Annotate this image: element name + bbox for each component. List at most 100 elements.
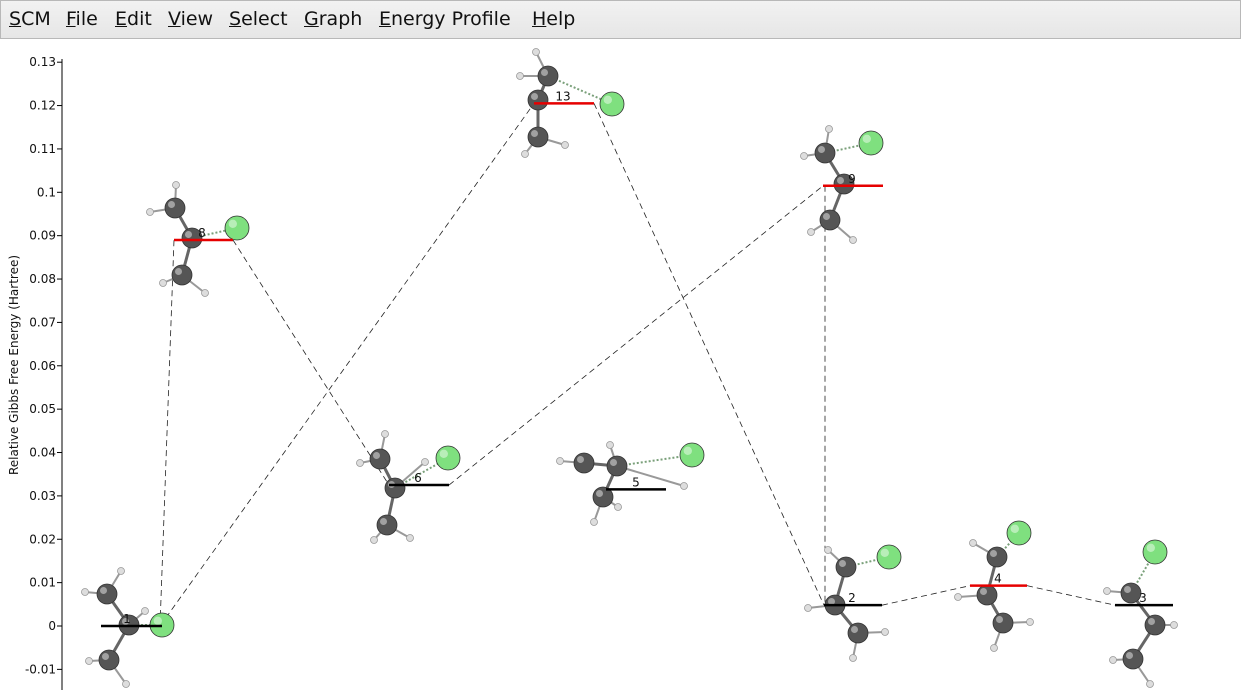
chlorine-atom <box>1006 520 1032 546</box>
carbon-atom <box>376 514 398 536</box>
atom-highlight <box>168 201 175 208</box>
atom-highlight <box>828 598 835 605</box>
carbon-atom <box>98 649 120 671</box>
carbon-atom <box>527 89 549 111</box>
connector-line <box>593 103 825 606</box>
molecule-8 <box>146 181 250 297</box>
hydrogen-atom <box>680 482 688 490</box>
atom-highlight <box>153 616 162 625</box>
atom-highlight <box>531 130 538 137</box>
atom-highlight <box>610 459 617 466</box>
hydrogen-atom <box>356 459 364 467</box>
hydrogen-atom <box>381 430 389 438</box>
atom-highlight <box>1126 652 1133 659</box>
hydrogen-atom <box>117 567 125 575</box>
menu-select[interactable]: Select <box>229 8 288 30</box>
menu-file[interactable]: File <box>66 8 98 30</box>
atom-highlight <box>102 653 109 660</box>
carbon-atom <box>369 448 391 470</box>
molecule-4 <box>954 520 1034 652</box>
connector-line <box>881 585 971 606</box>
hydrogen-atom <box>990 644 998 652</box>
state-label-8: 8 <box>198 226 206 240</box>
y-tick-label: 0.02 <box>29 532 56 546</box>
carbon-atom <box>1144 614 1166 636</box>
hydrogen-atom <box>556 457 564 465</box>
hydrogen-atom <box>590 518 598 526</box>
carbon-atom <box>181 227 203 249</box>
atom-highlight <box>122 618 129 625</box>
atom-highlight <box>1124 586 1131 593</box>
atom-highlight <box>823 213 830 220</box>
y-tick-label: 0.1 <box>37 185 56 199</box>
hydrogen-atom <box>1170 621 1178 629</box>
hydrogen-atom <box>141 607 149 615</box>
connector-line <box>159 239 175 627</box>
atom-highlight <box>996 616 1003 623</box>
hydrogen-atom <box>1109 656 1117 664</box>
atom-highlight <box>373 452 380 459</box>
carbon-atom <box>976 584 998 606</box>
state-label-2: 2 <box>848 591 856 605</box>
atom-highlight <box>596 490 603 497</box>
hydrogen-atom <box>824 546 832 554</box>
hydrogen-atom <box>122 680 130 688</box>
carbon-atom <box>537 65 559 87</box>
state-label-5: 5 <box>632 475 640 489</box>
y-tick-label: 0.13 <box>29 55 56 69</box>
state-label-13: 13 <box>555 89 570 103</box>
carbon-atom <box>171 264 193 286</box>
molecule-5 <box>556 441 705 526</box>
y-tick-label: 0.11 <box>29 142 56 156</box>
hydrogen-atom <box>606 441 614 449</box>
hydrogen-atom <box>804 604 812 612</box>
hydrogen-atom <box>172 181 180 189</box>
atom-highlight <box>851 626 858 633</box>
carbon-atom <box>573 452 595 474</box>
atom-highlight <box>175 268 182 275</box>
hydrogen-atom <box>159 279 167 287</box>
bond <box>616 454 693 467</box>
carbon-atom <box>592 486 614 508</box>
atom-highlight <box>818 146 825 153</box>
carbon-atom <box>814 142 836 164</box>
y-tick-label: 0.01 <box>29 576 56 590</box>
atom-highlight <box>683 446 692 455</box>
molecule-structures <box>81 48 1178 688</box>
state-label-6: 6 <box>414 471 422 485</box>
menu-view[interactable]: View <box>168 8 214 30</box>
atom-highlight <box>839 560 846 567</box>
molecule-2 <box>804 544 902 662</box>
atom-highlight <box>1148 618 1155 625</box>
atom-highlight <box>577 456 584 463</box>
menu-help[interactable]: Help <box>532 8 576 30</box>
carbon-atom <box>96 583 118 605</box>
menu-energy-profile[interactable]: Energy Profile <box>379 8 511 30</box>
hydrogen-atom <box>849 654 857 662</box>
hydrogen-atom <box>532 48 540 56</box>
molecule-6 <box>356 430 461 544</box>
chlorine-atom <box>224 215 250 241</box>
y-tick-label: 0.06 <box>29 359 56 373</box>
carbon-atom <box>819 209 841 231</box>
connector-lines <box>159 103 1116 627</box>
hydrogen-atom <box>406 534 414 542</box>
molecule-1 <box>81 567 175 688</box>
hydrogen-atom <box>421 458 429 466</box>
menu-scm[interactable]: SCM <box>9 8 51 30</box>
chlorine-atom <box>858 130 884 156</box>
atom-highlight <box>531 93 538 100</box>
y-tick-label: 0.05 <box>29 402 56 416</box>
menu-edit[interactable]: Edit <box>115 8 152 30</box>
y-tick-label: 0.04 <box>29 446 56 460</box>
hydrogen-atom <box>954 593 962 601</box>
menu-graph[interactable]: Graph <box>304 8 363 30</box>
atom-highlight <box>1146 543 1156 552</box>
energy-profile-plot[interactable]: Relative Gibbs Free Energy (Hartree) 0.1… <box>0 39 1241 691</box>
carbon-atom <box>606 455 628 477</box>
hydrogen-atom <box>85 657 93 665</box>
y-tick-label: 0 <box>48 619 56 633</box>
atom-highlight <box>380 518 387 525</box>
carbon-atom <box>384 477 406 499</box>
atom-highlight <box>100 587 107 594</box>
